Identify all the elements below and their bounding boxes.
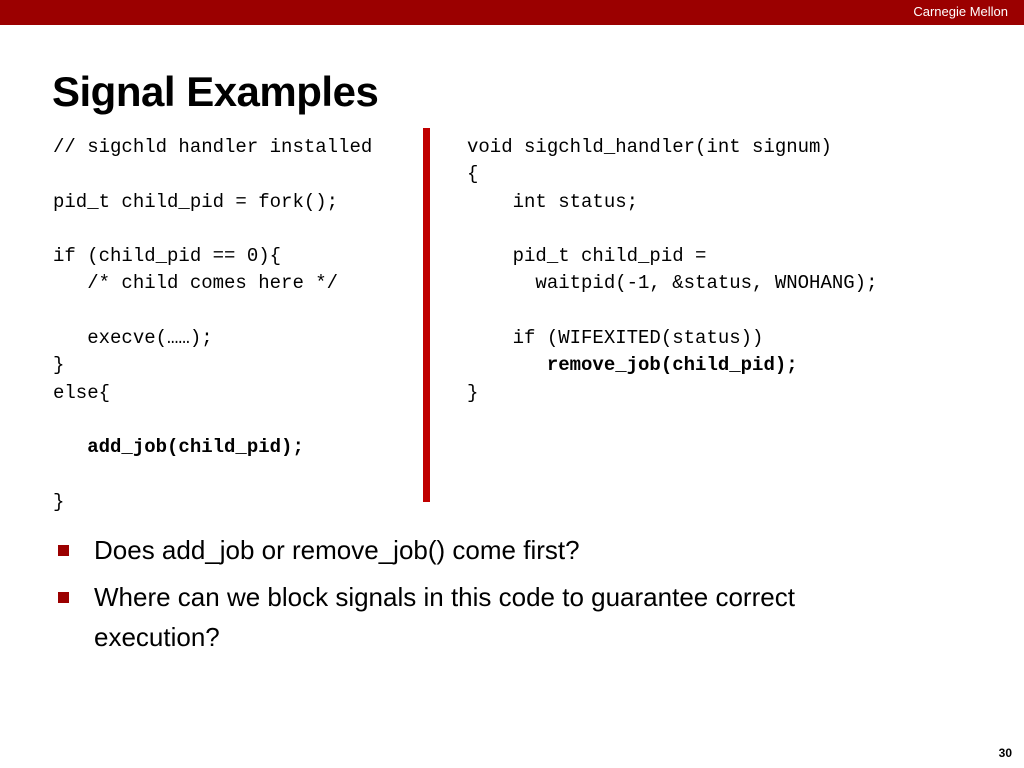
code-line: } <box>467 381 479 404</box>
code-line <box>53 462 372 489</box>
code-line: pid_t child_pid = fork(); <box>53 190 339 213</box>
code-line: { <box>467 163 479 186</box>
code-block-main: // sigchld handler installed pid_t child_… <box>53 134 372 516</box>
code-line <box>53 161 372 188</box>
code-line <box>467 298 877 325</box>
code-line: if (child_pid == 0){ <box>53 245 282 268</box>
bullet-list: Does add_job or remove_job() come first?… <box>56 530 856 664</box>
code-line: int status; <box>467 190 639 213</box>
brand-label: Carnegie Mellon <box>913 4 1008 19</box>
square-bullet-icon <box>58 592 69 603</box>
code-line <box>53 407 372 434</box>
code-block-handler: void sigchld_handler(int signum) { int st… <box>467 134 877 407</box>
bullet-text: Does add_job or remove_job() come first? <box>94 535 580 565</box>
code-line: pid_t child_pid = <box>467 245 707 268</box>
code-line: execve(……); <box>53 327 213 350</box>
code-line: add_job(child_pid); <box>53 436 304 459</box>
page-number: 30 <box>998 746 1012 760</box>
code-line: } <box>53 354 65 377</box>
code-line: waitpid(-1, &status, WNOHANG); <box>467 272 878 295</box>
code-line <box>53 298 372 325</box>
header-bar: Carnegie Mellon <box>0 0 1024 25</box>
bullet-item: Where can we block signals in this code … <box>56 577 856 657</box>
bullet-text: Where can we block signals in this code … <box>94 582 795 652</box>
square-bullet-icon <box>58 545 69 556</box>
code-line: /* child comes here */ <box>53 272 339 295</box>
code-line: if (WIFEXITED(status)) <box>467 327 764 350</box>
code-line <box>467 216 877 243</box>
column-divider <box>423 128 430 502</box>
code-line <box>53 216 372 243</box>
code-line: } <box>53 490 65 513</box>
code-line: remove_job(child_pid); <box>467 354 798 377</box>
bullet-item: Does add_job or remove_job() come first? <box>56 530 856 570</box>
slide-title: Signal Examples <box>52 68 379 115</box>
code-line: void sigchld_handler(int signum) <box>467 136 832 158</box>
code-line: // sigchld handler installed <box>53 136 373 158</box>
code-line: else{ <box>53 381 111 404</box>
